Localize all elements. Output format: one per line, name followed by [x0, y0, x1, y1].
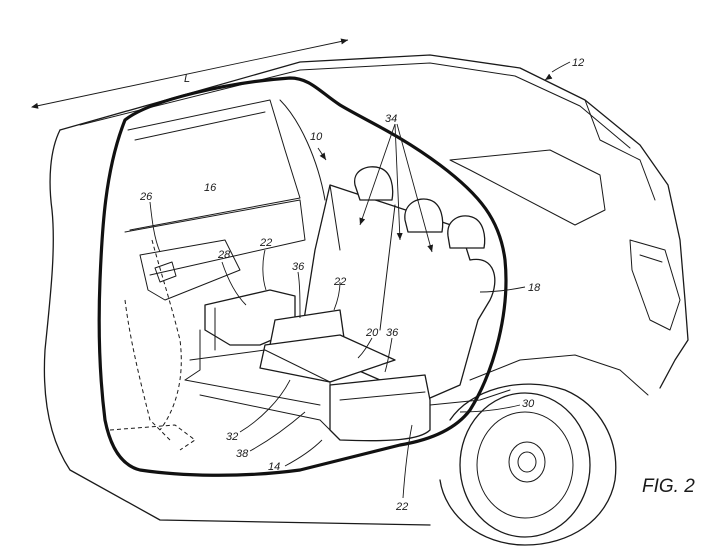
ref-door-part: 26 — [139, 191, 153, 203]
ref-part-30: 30 — [522, 398, 535, 410]
ref-console-left: 36 — [292, 261, 305, 273]
ref-length: L — [184, 73, 190, 85]
ref-floor: 14 — [268, 461, 280, 473]
ref-seat-cushion-top: 22 — [259, 237, 272, 249]
ref-part-32: 32 — [226, 431, 238, 443]
ref-seat-bottom: 20 — [365, 327, 379, 339]
ref-cabin: 10 — [310, 131, 323, 143]
door-interior — [110, 100, 325, 450]
ref-vehicle: 12 — [572, 57, 584, 69]
ref-seatback: 18 — [528, 282, 541, 294]
ref-part-38: 38 — [236, 448, 249, 460]
ref-seat-cushion-bottom: 22 — [395, 501, 408, 513]
ref-seat-part: 28 — [217, 249, 231, 261]
figure-label: FIG. 2 — [642, 476, 695, 497]
ref-door: 16 — [204, 182, 217, 194]
ref-seat-cushion-mid: 22 — [333, 276, 346, 288]
ref-seat-mark: 34 — [385, 113, 397, 125]
ref-console-right: 36 — [386, 327, 399, 339]
